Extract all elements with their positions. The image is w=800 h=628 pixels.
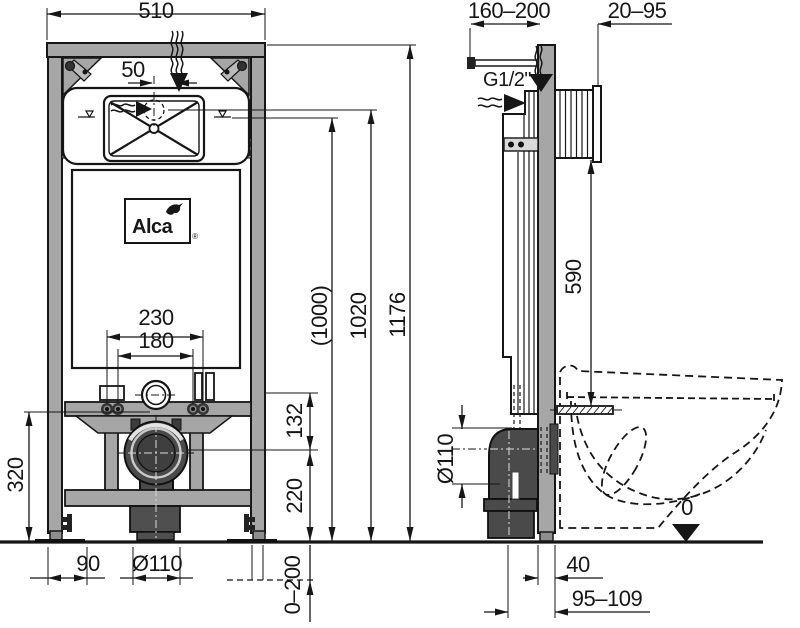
dim-50-label: 50 <box>121 57 145 82</box>
dim-dia110-side-label: Ø110 <box>433 433 458 485</box>
toilet-bowl-outline <box>559 364 783 529</box>
dim-1020-label: 1020 <box>346 292 371 340</box>
dim-320-label: 320 <box>3 457 28 493</box>
front-view-frame <box>46 42 266 534</box>
dim-1176-label: 1176 <box>385 292 410 338</box>
front-view-drain <box>35 372 277 543</box>
dim-160-200-label: 160–200 <box>467 0 551 23</box>
toilet-mounting-stud <box>550 405 625 415</box>
water-level-icon <box>78 110 231 119</box>
brand-name: Alca <box>132 216 173 238</box>
dim-180-label: 180 <box>138 328 174 353</box>
bird-icon <box>164 202 184 223</box>
dim-dia110-front-label: Ø110 <box>131 551 183 576</box>
flush-plate-shaft <box>554 85 602 163</box>
dim-220-label: 220 <box>282 478 307 514</box>
mounting-rod-holes <box>101 403 209 415</box>
dim-590-label: 590 <box>561 259 586 295</box>
side-drain-elbow <box>452 428 539 539</box>
dim-40-label: 40 <box>566 552 590 577</box>
dim-132-label: 132 <box>282 403 307 439</box>
datum-zero-icon <box>672 524 700 542</box>
side-cistern-profile <box>502 90 539 415</box>
datum-zero-label: 0 <box>681 495 693 520</box>
dimension-lines <box>24 8 672 622</box>
dim-20-95-label: 20–95 <box>607 0 667 23</box>
water-supply-pipe <box>467 57 539 69</box>
dim-1000-label: (1000) <box>307 285 332 347</box>
thread-size-label: G1/2" <box>483 69 531 91</box>
dim-95-109-label: 95–109 <box>571 586 643 611</box>
dim-510-label: 510 <box>138 0 174 23</box>
side-water-inlet-arrow-icon <box>477 45 553 112</box>
registered-mark: ® <box>192 232 198 241</box>
dim-0-200-label: 0–200 <box>280 555 305 615</box>
dim-90-label: 90 <box>76 551 100 576</box>
brand-logo: Alca ® <box>124 198 198 244</box>
flush-water-arrow-icon <box>110 101 152 117</box>
side-view <box>452 44 783 542</box>
adjustable-feet <box>35 514 277 543</box>
dim-230-label: 230 <box>138 305 174 330</box>
